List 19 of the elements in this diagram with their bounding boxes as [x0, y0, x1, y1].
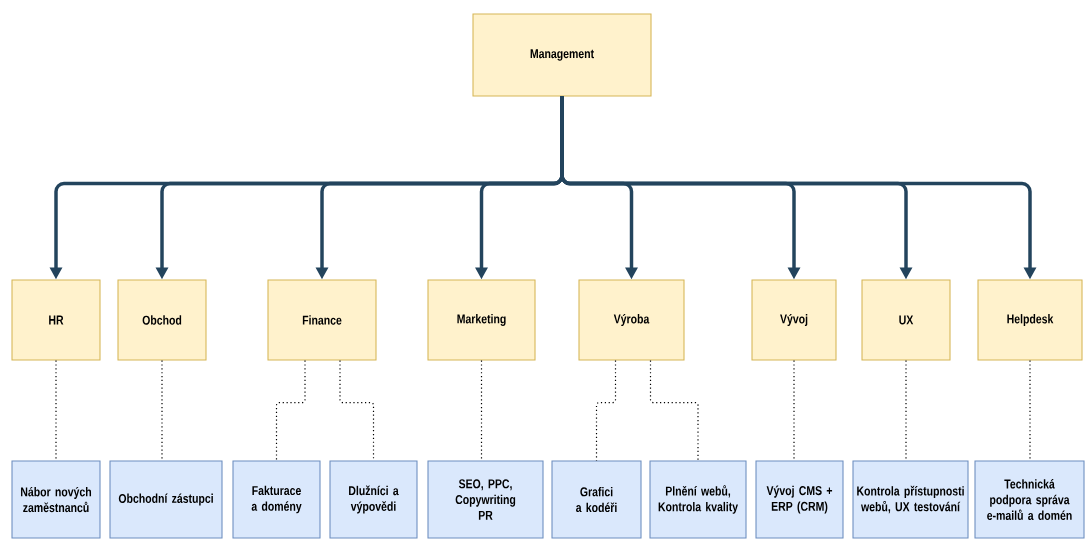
unit-box: Výroba — [578, 279, 685, 361]
unit-box: HR — [11, 279, 101, 361]
task-box: Technická podpora správa e-mailů a domén — [974, 460, 1085, 539]
unit-box: Management — [472, 13, 652, 97]
task-box: SEO, PPC, Copywriting PR — [427, 460, 544, 539]
unit-box: Finance — [267, 279, 377, 361]
task-box: Plnění webů, Kontrola kvality — [649, 460, 747, 539]
task-box: Kontrola přístupnosti webů, UX testování — [852, 460, 969, 539]
unit-box: Obchod — [117, 279, 207, 361]
unit-box: Vývoj — [751, 279, 837, 361]
task-box: Nábor nových zaměstnanců — [11, 460, 101, 539]
unit-box: Marketing — [427, 279, 536, 361]
task-box: Obchodní zástupci — [109, 460, 223, 539]
task-box: Dlužníci a výpovědi — [329, 460, 418, 539]
unit-box: Helpdesk — [977, 279, 1083, 361]
unit-box: UX — [861, 279, 951, 361]
task-box: Vývoj CMS + ERP (CRM) — [755, 460, 844, 539]
task-box: Grafici a kodéři — [551, 460, 642, 539]
task-box: Fakturace a domény — [232, 460, 321, 539]
